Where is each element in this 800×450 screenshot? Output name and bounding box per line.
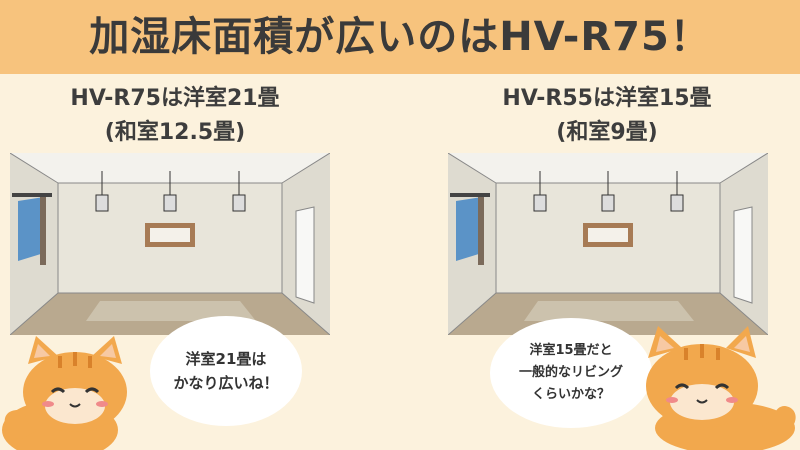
right-panel-title: HV-R55は洋室15畳 (和室9畳) xyxy=(432,82,782,150)
speech-bubble-right: 洋室15畳だと 一般的なリビング くらいかな？ xyxy=(490,318,652,428)
right-title-line1: HV-R55は洋室15畳 xyxy=(502,86,712,111)
room-illustration-icon xyxy=(448,153,768,335)
left-title-line2: (和室12.5畳) xyxy=(104,120,246,145)
room-illustration-icon xyxy=(10,153,330,335)
left-panel-title: HV-R75は洋室21畳 (和室12.5畳) xyxy=(10,82,340,150)
header-banner: 加湿床面積が広いのはHV-R75！ xyxy=(0,0,800,74)
right-title-line2: (和室9畳) xyxy=(556,120,658,145)
speech-bubble-left: 洋室21畳は かなり広いね！ xyxy=(150,316,302,426)
left-title-line1: HV-R75は洋室21畳 xyxy=(70,86,280,111)
page-title: 加湿床面積が広いのはHV-R75！ xyxy=(89,14,711,60)
cat-icon xyxy=(646,326,796,450)
cat-icon xyxy=(2,336,127,450)
